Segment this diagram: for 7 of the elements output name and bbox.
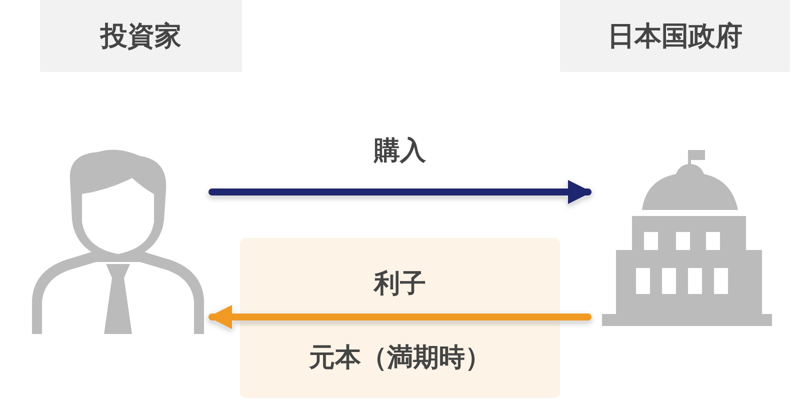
edge-label: 利子 — [374, 268, 426, 301]
header-box: 日本国政府 — [560, 0, 790, 72]
edge-label: 購入 — [374, 135, 426, 168]
note-text: 元本（満期時） — [309, 342, 491, 375]
arrow — [208, 180, 592, 204]
header-box: 投資家 — [40, 0, 242, 72]
arrow — [208, 305, 592, 329]
